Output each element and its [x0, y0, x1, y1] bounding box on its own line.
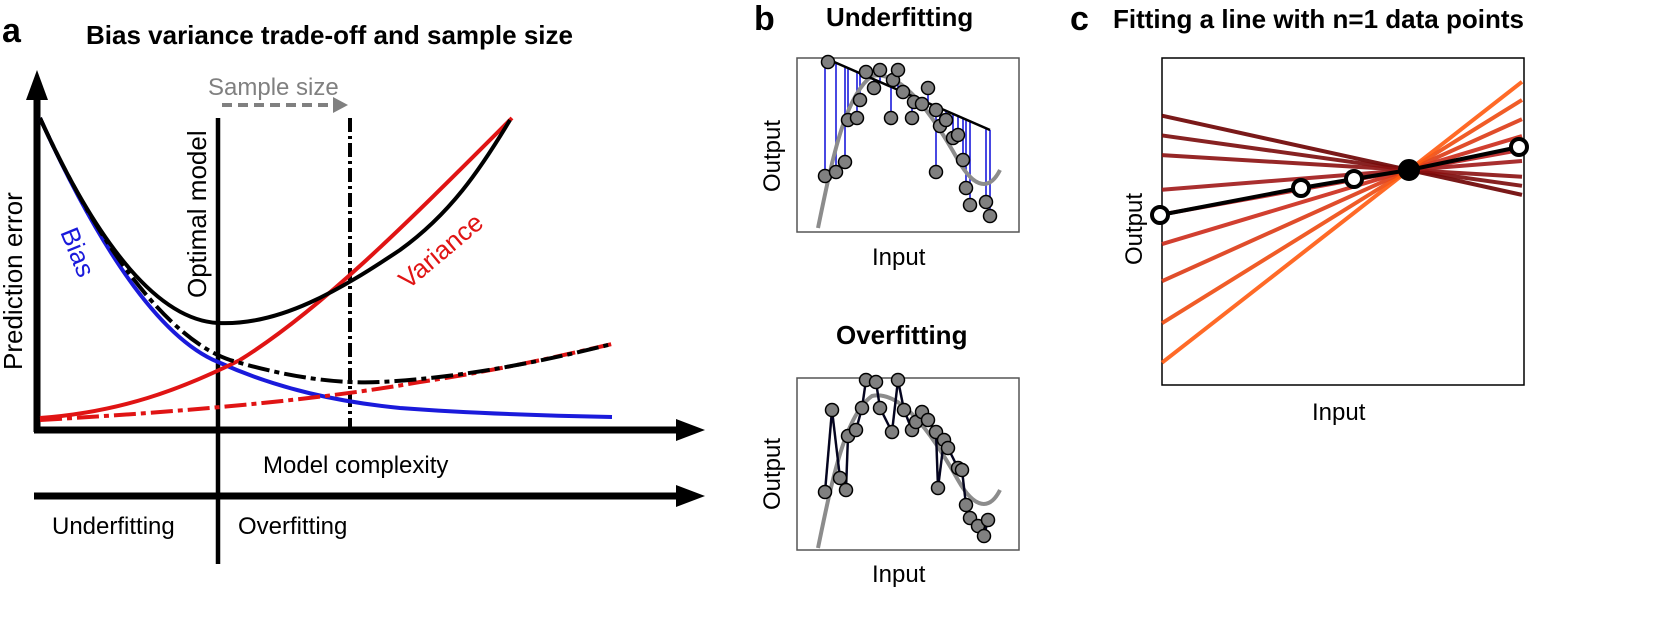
panel-c-letter: c [1070, 0, 1089, 38]
open-point-4 [1509, 137, 1529, 157]
open-point-3 [1344, 169, 1364, 189]
overfit-point [838, 482, 854, 498]
overfit-point [930, 480, 946, 496]
underfit-point [820, 54, 836, 70]
bias-curve [38, 117, 613, 419]
overfit-point [896, 402, 912, 418]
panel-a [26, 70, 705, 564]
bias-label: Bias [54, 223, 101, 281]
total-error-curve-large-sample [38, 117, 613, 385]
overfit-point [824, 402, 840, 418]
underfit-point [958, 180, 974, 196]
underfit-point [938, 112, 954, 128]
overfit-point [976, 528, 992, 544]
underfit-point [904, 110, 920, 126]
underfit-output-label: Output [759, 120, 786, 192]
underfit-point [950, 127, 966, 143]
open-point-2 [1291, 178, 1311, 198]
prediction-error-label: Prediction error [0, 192, 28, 370]
candidate-line [1161, 133, 1523, 188]
sample-size-label: Sample size [208, 74, 339, 101]
underfit-point [890, 62, 906, 78]
panel-b-underfitting-plot [796, 54, 1020, 233]
overfit-point [920, 412, 936, 428]
underfit-data-points [817, 54, 998, 224]
underfit-point [828, 164, 844, 180]
underfit-point [852, 92, 868, 108]
panel-c-title: Fitting a line with n=1 data points [1113, 4, 1524, 34]
overfit-point [884, 424, 900, 440]
panel-c-input-label: Input [1312, 399, 1366, 426]
overfit-point [868, 374, 884, 390]
candidate-line [1161, 153, 1523, 179]
underfit-point [837, 154, 853, 170]
overfitting-label: Overfitting [238, 513, 347, 540]
candidate-line [1161, 113, 1523, 197]
overfit-output-label: Output [759, 438, 786, 510]
underfit-point [955, 152, 971, 168]
underfit-point [928, 102, 944, 118]
overfit-point [872, 400, 888, 416]
candidate-line [1161, 134, 1523, 247]
candidate-line [1160, 80, 1524, 365]
overfit-data-points [817, 372, 996, 544]
underfitting-label: Underfitting [52, 513, 175, 540]
overfit-point [848, 422, 864, 438]
total-error-curve-small-sample [38, 117, 512, 326]
underfit-input-label: Input [872, 244, 926, 271]
panel-b-letter: b [754, 0, 775, 38]
panel-a-letter: a [2, 12, 21, 50]
candidate-line [1160, 98, 1524, 325]
overfit-point [940, 440, 956, 456]
overfit-point [854, 400, 870, 416]
open-point-1 [1150, 205, 1170, 225]
panel-c-plot [1150, 57, 1529, 386]
dashed-arrow-right-icon [333, 97, 348, 113]
underfit-point [982, 208, 998, 224]
overfit-point [980, 512, 996, 528]
underfit-point [858, 64, 874, 80]
optimal-model-label: Optimal model [182, 130, 212, 298]
overfit-point [890, 372, 906, 388]
underfit-point [895, 84, 911, 100]
underfit-point [866, 80, 882, 96]
variance-curve-small-sample [39, 116, 514, 420]
fit-regime-arrow-icon [676, 485, 705, 507]
panel-b-overfitting-plot [796, 372, 1020, 551]
panel-b-bottom-title: Overfitting [836, 320, 968, 350]
candidate-line [1161, 158, 1523, 192]
filled-point [1398, 159, 1420, 181]
panel-b-top-title: Underfitting [826, 2, 974, 32]
overfit-input-label: Input [872, 561, 926, 588]
panel-c-output-label: Output [1121, 193, 1148, 265]
y-axis-arrow-icon [26, 70, 48, 100]
underfit-true-curve [816, 73, 1002, 229]
overfit-point [954, 462, 970, 478]
overfit-point [958, 497, 974, 513]
overfit-point [832, 470, 848, 486]
underfit-point [914, 96, 930, 112]
underfit-point [962, 197, 978, 213]
underfit-point [920, 80, 936, 96]
model-complexity-label: Model complexity [263, 452, 448, 479]
underfit-point [883, 110, 899, 126]
underfit-point [849, 110, 865, 126]
underfit-point [928, 164, 944, 180]
x-axis-arrow-icon [676, 419, 705, 441]
overfit-point [817, 484, 833, 500]
candidate-line [1161, 117, 1523, 283]
panel-a-title: Bias variance trade-off and sample size [86, 20, 573, 50]
underfit-point [978, 194, 994, 210]
underfit-point [872, 62, 888, 78]
